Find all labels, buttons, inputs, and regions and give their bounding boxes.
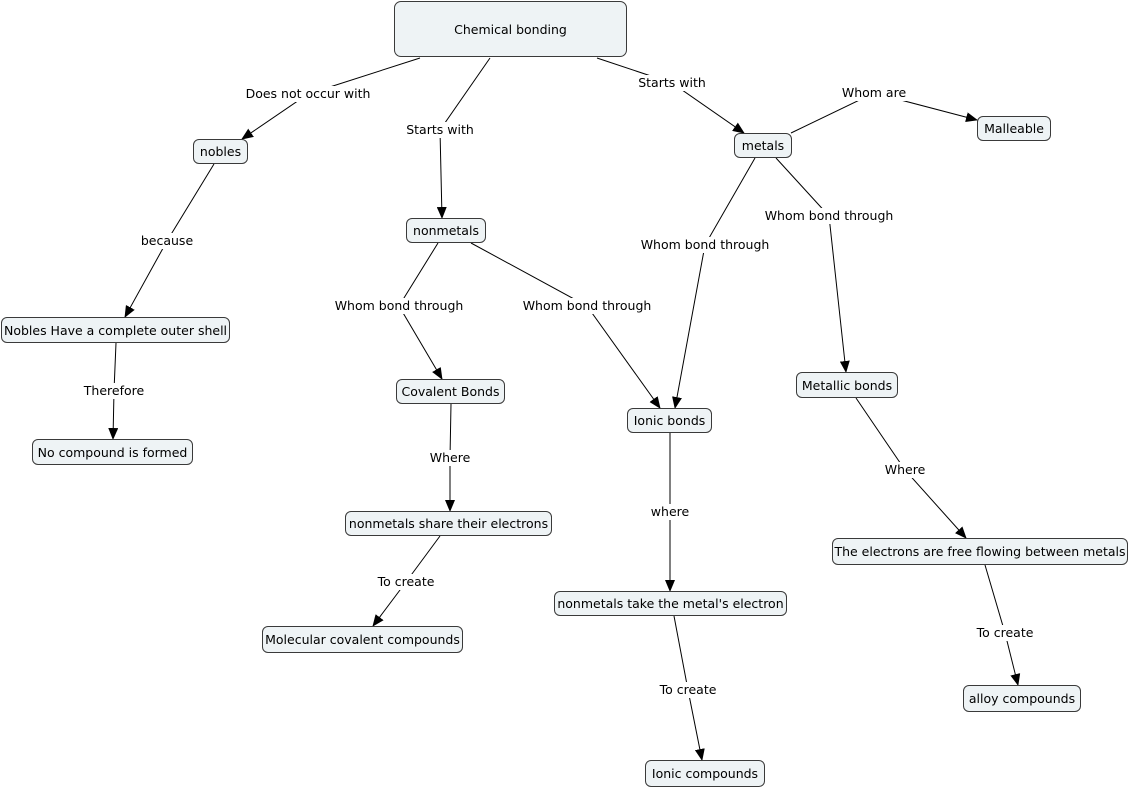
node-nobles[interactable]: nobles: [193, 139, 248, 164]
node-alloy-compounds[interactable]: alloy compounds: [963, 685, 1081, 712]
link-label-does-not-occur-with: Does not occur with: [244, 86, 372, 102]
node-ionic-bonds[interactable]: Ionic bonds: [627, 408, 712, 433]
link-label-to-create-molecular: To create: [376, 574, 436, 590]
link-label-whom-bond-through-metallic: Whom bond through: [763, 208, 895, 224]
link-label-whom-bond-through-ionic-from-metals: Whom bond through: [639, 237, 771, 253]
link-label-to-create-ionic: To create: [658, 682, 718, 698]
link-label-where-ionic: where: [649, 504, 691, 520]
node-nonmetals-share-electrons[interactable]: nonmetals share their electrons: [345, 511, 552, 536]
link-label-whom-bond-through-ionic-from-nonmetals: Whom bond through: [521, 298, 653, 314]
node-metals[interactable]: metals: [734, 133, 792, 158]
node-nobles-complete-outer-shell[interactable]: Nobles Have a complete outer shell: [1, 317, 230, 343]
node-no-compound-formed[interactable]: No compound is formed: [32, 439, 193, 465]
node-metallic-bonds[interactable]: Metallic bonds: [796, 372, 898, 398]
link-label-because: because: [139, 233, 195, 249]
node-nonmetals[interactable]: nonmetals: [406, 218, 486, 243]
connector-metals-to-metallic_bonds: [775, 157, 850, 373]
link-label-where-metallic: Where: [883, 462, 927, 478]
connector-chemical_bonding-to-nonmetals: [436, 57, 491, 219]
connector-metals-to-ionic_bonds: [672, 157, 756, 409]
node-electrons-free-flowing[interactable]: The electrons are free flowing between m…: [832, 538, 1128, 565]
link-label-where-covalent: Where: [428, 450, 472, 466]
node-covalent-bonds[interactable]: Covalent Bonds: [396, 379, 505, 404]
connector-chemical_bonding-to-metals: [596, 57, 745, 134]
node-nonmetals-take-metals-electron[interactable]: nonmetals take the metal's electron: [554, 591, 787, 616]
node-chemical-bonding[interactable]: Chemical bonding: [394, 1, 627, 57]
node-molecular-covalent-compounds[interactable]: Molecular covalent compounds: [262, 626, 463, 653]
link-label-therefore: Therefore: [82, 383, 146, 399]
node-malleable[interactable]: Malleable: [977, 116, 1051, 141]
link-label-whom-bond-through-covalent: Whom bond through: [333, 298, 465, 314]
link-label-starts-with-nonmetals: Starts with: [405, 122, 475, 138]
link-label-starts-with-metals: Starts with: [637, 75, 707, 91]
link-label-to-create-alloy: To create: [975, 625, 1035, 641]
node-ionic-compounds[interactable]: Ionic compounds: [645, 760, 765, 787]
link-label-whom-are: Whom are: [840, 85, 908, 101]
